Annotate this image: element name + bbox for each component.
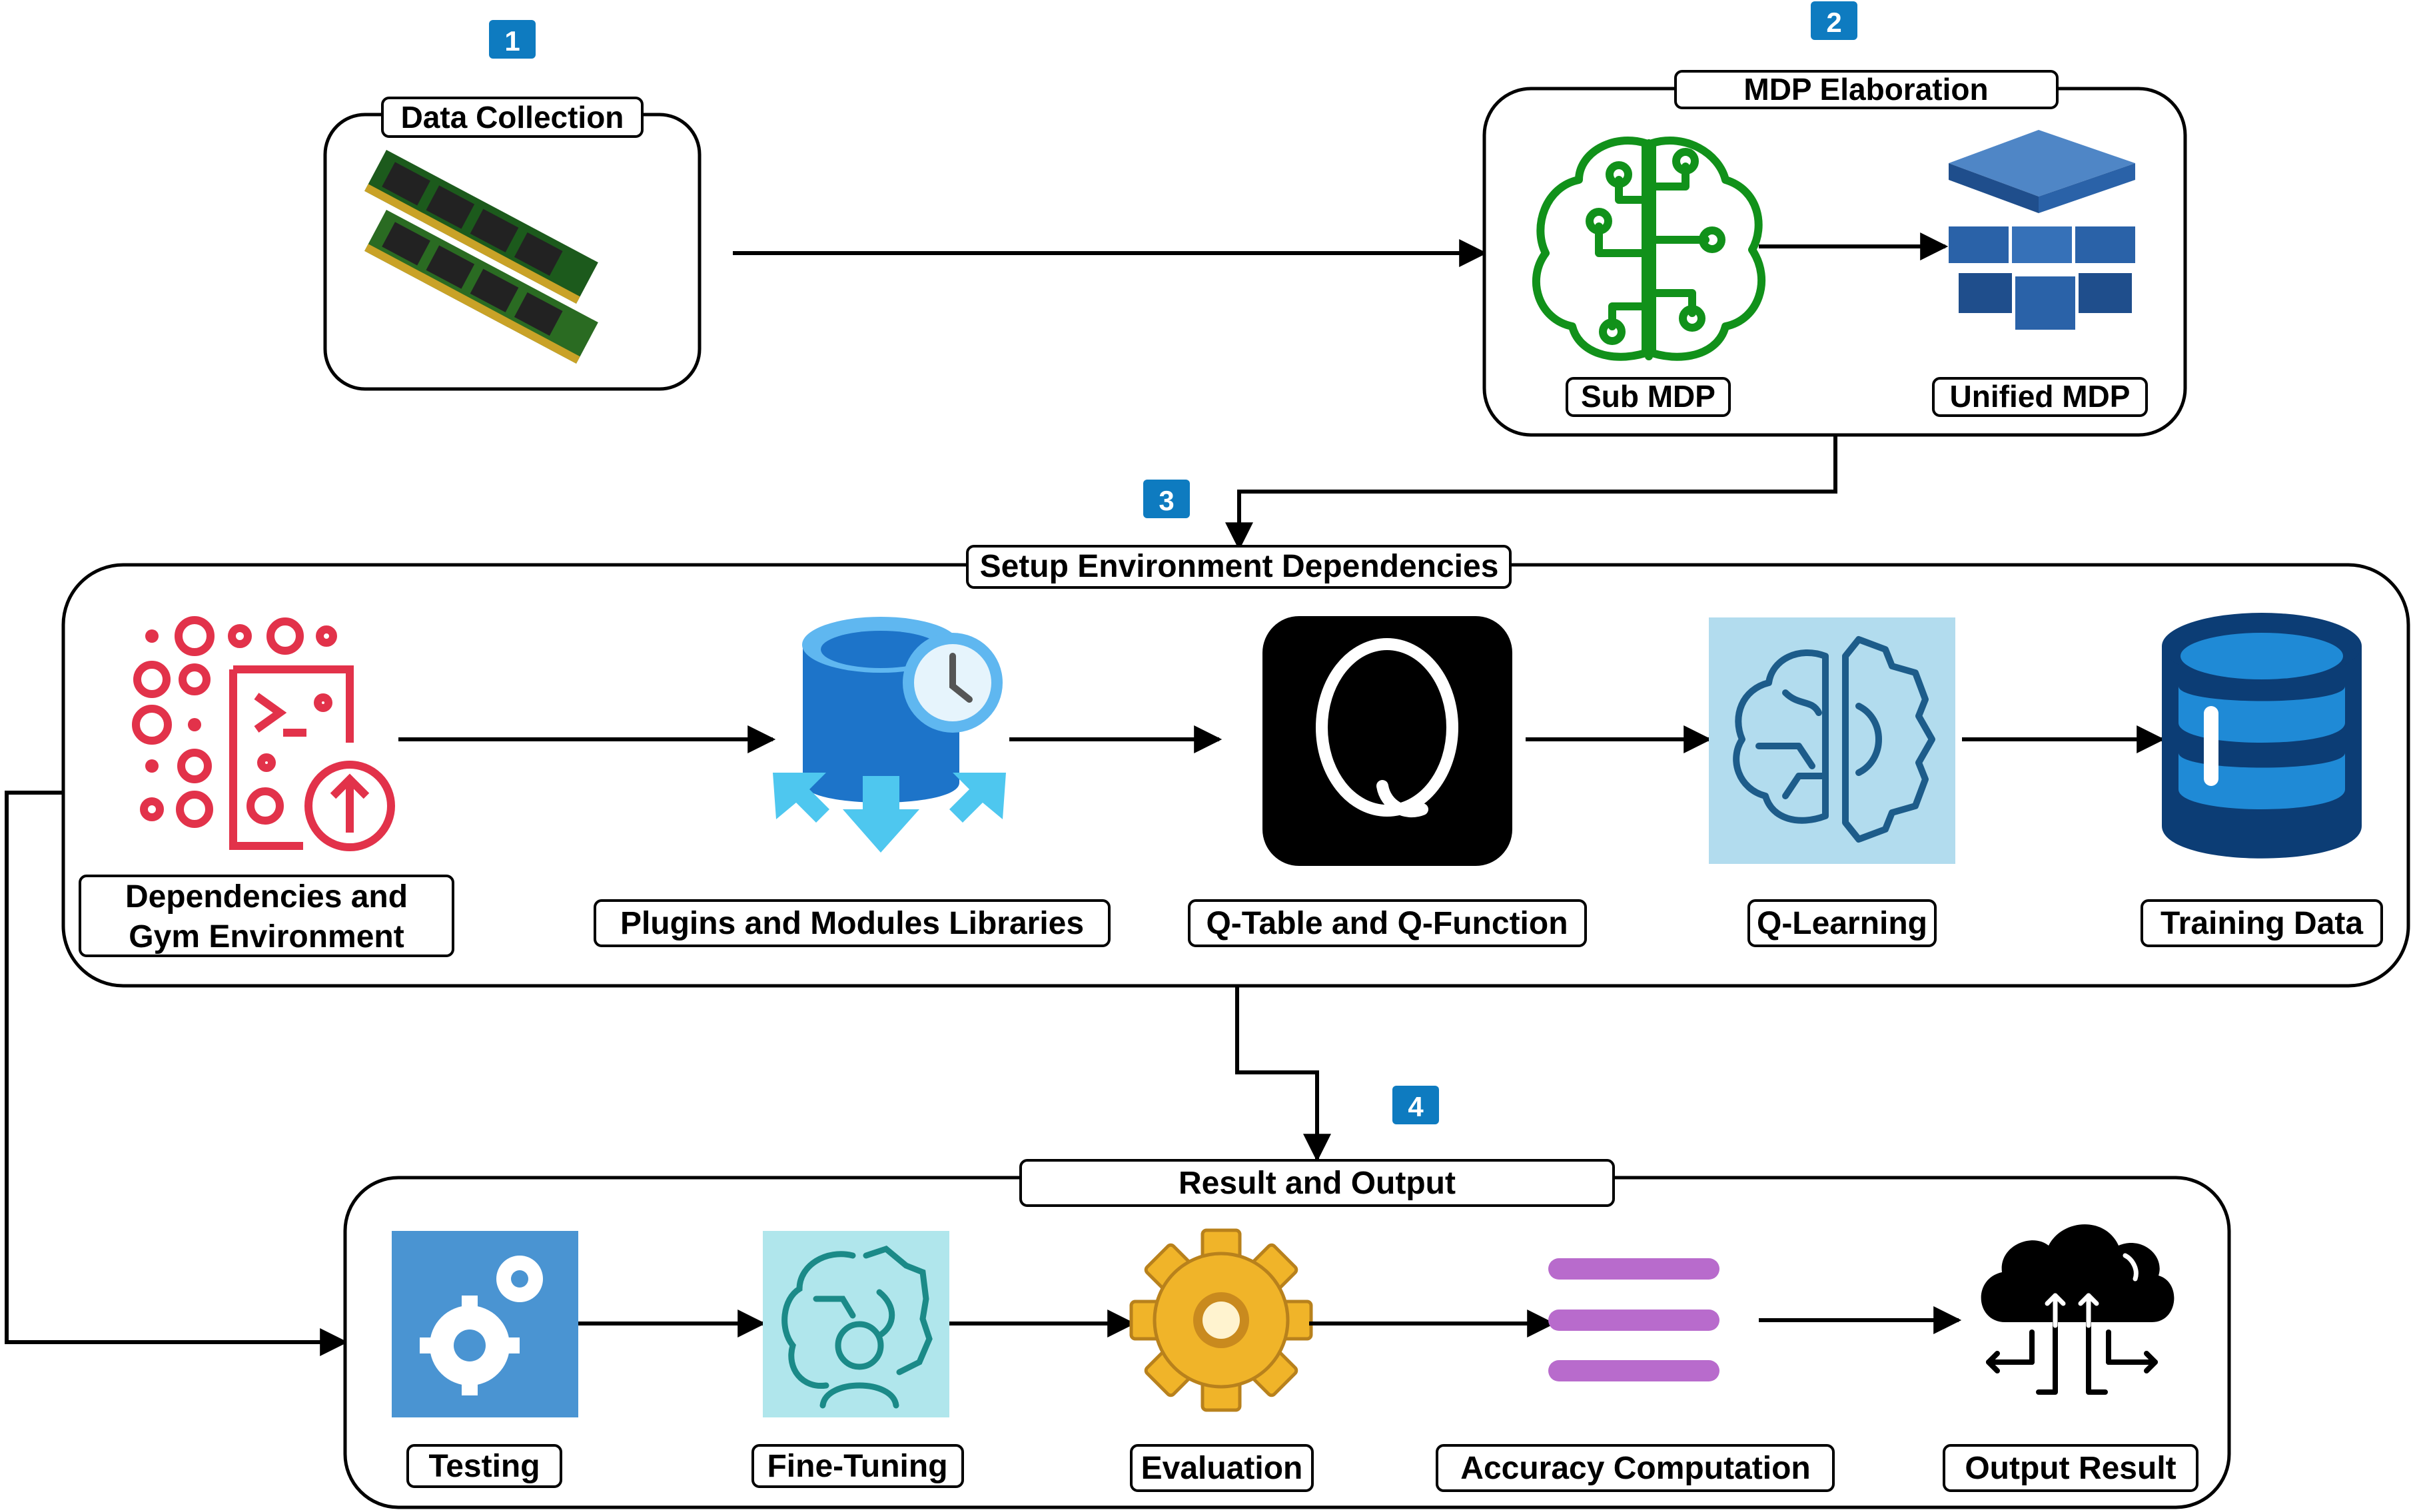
fine-tuning-icon	[763, 1231, 949, 1417]
svg-text:Output Result: Output Result	[1965, 1451, 2176, 1486]
svg-text:1: 1	[504, 25, 520, 57]
svg-text:Plugins and Modules Libraries: Plugins and Modules Libraries	[620, 906, 1084, 941]
unified-cubes-icon	[1949, 130, 2135, 330]
accuracy-menu-icon	[1548, 1258, 1719, 1381]
result-output-title: Result and Output	[1019, 1159, 1615, 1207]
qlearning-label: Q-Learning	[1747, 899, 1937, 947]
svg-text:4: 4	[1408, 1091, 1424, 1122]
svg-text:MDP Elaboration: MDP Elaboration	[1743, 72, 1988, 107]
svg-text:3: 3	[1159, 485, 1174, 516]
q-learning-brain-gear-icon	[1709, 617, 1955, 864]
training-label: Training Data	[2141, 899, 2383, 947]
qtable-label: Q-Table and Q-Function	[1188, 899, 1587, 947]
plugins-modules-icon	[773, 617, 1006, 853]
svg-text:Data Collection: Data Collection	[401, 100, 624, 135]
svg-text:Dependencies and: Dependencies and	[125, 879, 408, 915]
svg-text:2: 2	[1826, 7, 1841, 38]
evaluation-label: Evaluation	[1130, 1444, 1314, 1492]
step-badge-2: 2	[1811, 1, 1857, 40]
svg-text:Q-Learning: Q-Learning	[1757, 906, 1927, 941]
sub-mdp-label: Sub MDP	[1566, 377, 1731, 417]
svg-text:Result and Output: Result and Output	[1179, 1166, 1456, 1201]
plugins-label: Plugins and Modules Libraries	[594, 899, 1111, 947]
svg-text:Q-Table and Q-Function: Q-Table and Q-Function	[1206, 906, 1568, 941]
dependencies-gym-icon	[132, 616, 395, 851]
testing-label: Testing	[406, 1444, 562, 1488]
arrow-setup-to-testing	[5, 791, 348, 1356]
evaluation-gear-icon	[1129, 1228, 1313, 1412]
svg-text:Training Data: Training Data	[2161, 906, 2363, 941]
svg-text:Evaluation: Evaluation	[1141, 1451, 1303, 1486]
svg-text:Unified MDP: Unified MDP	[1950, 379, 2131, 414]
accuracy-label: Accuracy Computation	[1436, 1444, 1835, 1492]
svg-text:Setup Environment Dependencies: Setup Environment Dependencies	[980, 549, 1499, 584]
svg-text:Sub MDP: Sub MDP	[1581, 379, 1715, 414]
step-badge-3: 3	[1143, 480, 1190, 518]
svg-text:Testing: Testing	[428, 1449, 540, 1484]
output-label: Output Result	[1943, 1444, 2198, 1492]
brain-circuit-icon	[1532, 137, 1766, 361]
training-database-icon	[2162, 613, 2362, 859]
testing-gears-icon	[392, 1231, 578, 1417]
step-badge-1: 1	[489, 20, 536, 59]
mdp-elaboration-title: MDP Elaboration	[1674, 70, 2059, 109]
output-cloud-icon	[1981, 1224, 2174, 1395]
ram-memory-icon	[364, 150, 598, 364]
svg-text:Accuracy Computation: Accuracy Computation	[1460, 1451, 1810, 1486]
svg-text:Gym Environment: Gym Environment	[129, 919, 404, 954]
setup-environment-title: Setup Environment Dependencies	[966, 545, 1512, 589]
arrow-setup-to-result	[1235, 986, 1331, 1162]
q-table-icon	[1262, 616, 1512, 866]
finetuning-label: Fine-Tuning	[751, 1444, 964, 1488]
svg-text:Fine-Tuning: Fine-Tuning	[767, 1449, 947, 1484]
step-badge-4: 4	[1392, 1086, 1439, 1124]
dependencies-label: Dependencies and Gym Environment	[79, 875, 454, 957]
unified-mdp-label: Unified MDP	[1932, 377, 2148, 417]
data-collection-title: Data Collection	[381, 97, 644, 138]
arrow-mdp-to-setup	[1225, 435, 1837, 551]
